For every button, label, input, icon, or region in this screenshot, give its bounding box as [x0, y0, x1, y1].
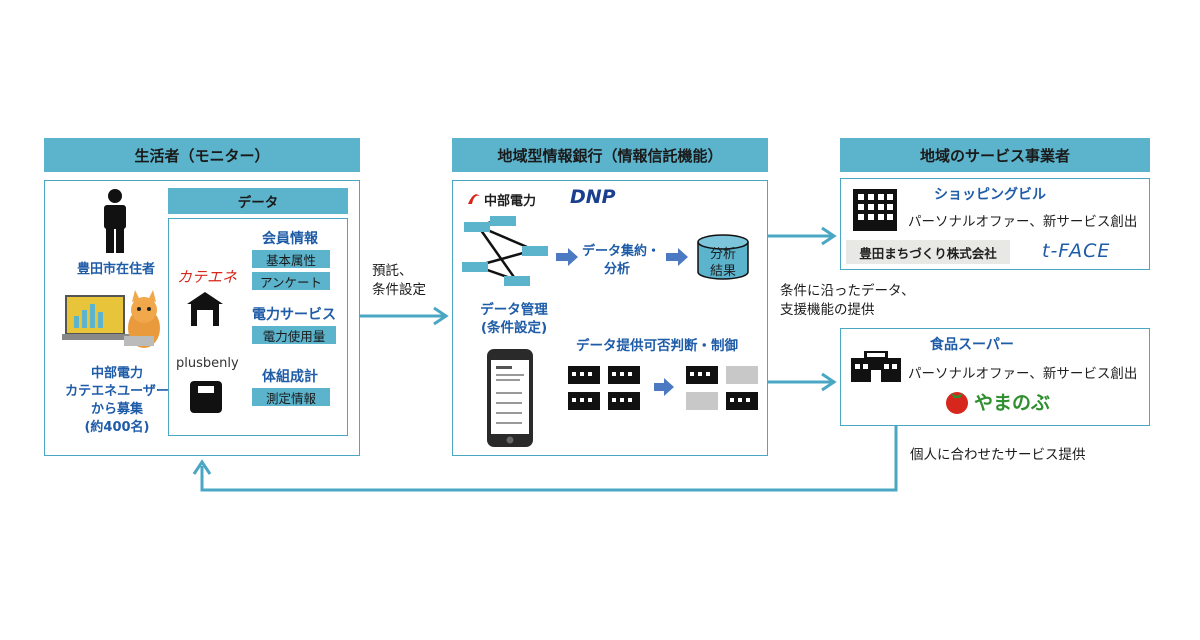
- right-header: 地域のサービス事業者: [840, 138, 1150, 172]
- database-icon: [697, 234, 749, 280]
- manage-line-2: (条件設定): [480, 320, 548, 336]
- food-text: パーソナルオファー、新サービス創出: [908, 366, 1138, 382]
- result-line-2: 結果: [710, 264, 737, 279]
- yamanobu-logo: やまのぶ: [974, 392, 1051, 414]
- network-icon: [462, 216, 548, 286]
- smartphone-icon: [487, 349, 533, 447]
- shop-text: パーソナルオファー、新サービス創出: [908, 214, 1138, 230]
- person-icon: [104, 189, 126, 253]
- resident-label: 豊田市在住者: [76, 262, 155, 277]
- arrow1-label-2: 条件設定: [372, 282, 426, 298]
- recruit-line-3: から募集: [90, 402, 143, 417]
- building-icons-source: [568, 366, 640, 410]
- building-icons-filtered: [686, 366, 758, 410]
- arrow-center-to-food: [768, 372, 837, 392]
- center-header: 地域型情報銀行（情報信託機能）: [452, 138, 768, 172]
- data-subheader: データ: [168, 188, 348, 214]
- chubu-logo-text: 中部電力: [484, 194, 537, 209]
- arrow-center-to-shop: [768, 226, 837, 246]
- power-service-title: 電力サービス: [252, 307, 336, 323]
- aggregate-line-1: データ集約・: [582, 244, 661, 259]
- member-item-survey: アンケート: [252, 272, 330, 290]
- dnp-logo: DNP: [570, 186, 616, 208]
- bottom-label: 個人に合わせたサービス提供: [910, 447, 1086, 463]
- arrow-left-to-center: [360, 306, 449, 326]
- kateene-logo: カテエネ: [177, 268, 238, 286]
- arrow-feedback-loop: [192, 426, 898, 492]
- member-info-title: 会員情報: [262, 231, 318, 247]
- chubu-logo-icon: [468, 194, 480, 204]
- power-item-usage: 電力使用量: [252, 326, 336, 344]
- arrow-to-result: [666, 248, 688, 266]
- recruit-line-2: カテエネユーザー: [65, 384, 169, 399]
- supermarket-icon: [851, 351, 901, 382]
- left-header: 生活者（モニター）: [44, 138, 360, 172]
- house-icon: [187, 292, 223, 326]
- arrow1-label-1: 預託、: [372, 263, 413, 279]
- tface-logo: t-FACE: [1042, 240, 1111, 262]
- recruit-line-1: 中部電力: [90, 366, 143, 381]
- office-building-icon: [853, 189, 897, 231]
- laptop-cat-illustration: [62, 290, 160, 348]
- arrow-to-aggregate: [556, 248, 578, 266]
- shop-company-logo: 豊田まちづくり株式会社: [846, 240, 1010, 264]
- arrow-control: [654, 378, 674, 396]
- food-title: 食品スーパー: [930, 337, 1014, 353]
- recruit-line-4: (約400名): [84, 420, 150, 435]
- tomato-icon: [946, 392, 968, 414]
- plusbenly-logo: plusbenly: [176, 356, 239, 371]
- member-item-attributes: 基本属性: [252, 250, 330, 268]
- arrow2-label-1: 条件に沿ったデータ、: [780, 283, 915, 299]
- body-composition-title: 体組成計: [262, 369, 318, 385]
- aggregate-line-2: 分析: [604, 262, 631, 277]
- body-item-measurement: 測定情報: [252, 388, 330, 406]
- scale-icon: [190, 381, 222, 413]
- control-label: データ提供可否判断・制御: [576, 338, 738, 354]
- result-line-1: 分析: [710, 247, 737, 262]
- arrow2-label-2: 支援機能の提供: [780, 302, 875, 318]
- manage-line-1: データ管理: [480, 302, 548, 318]
- shop-title: ショッピングビル: [934, 187, 1046, 203]
